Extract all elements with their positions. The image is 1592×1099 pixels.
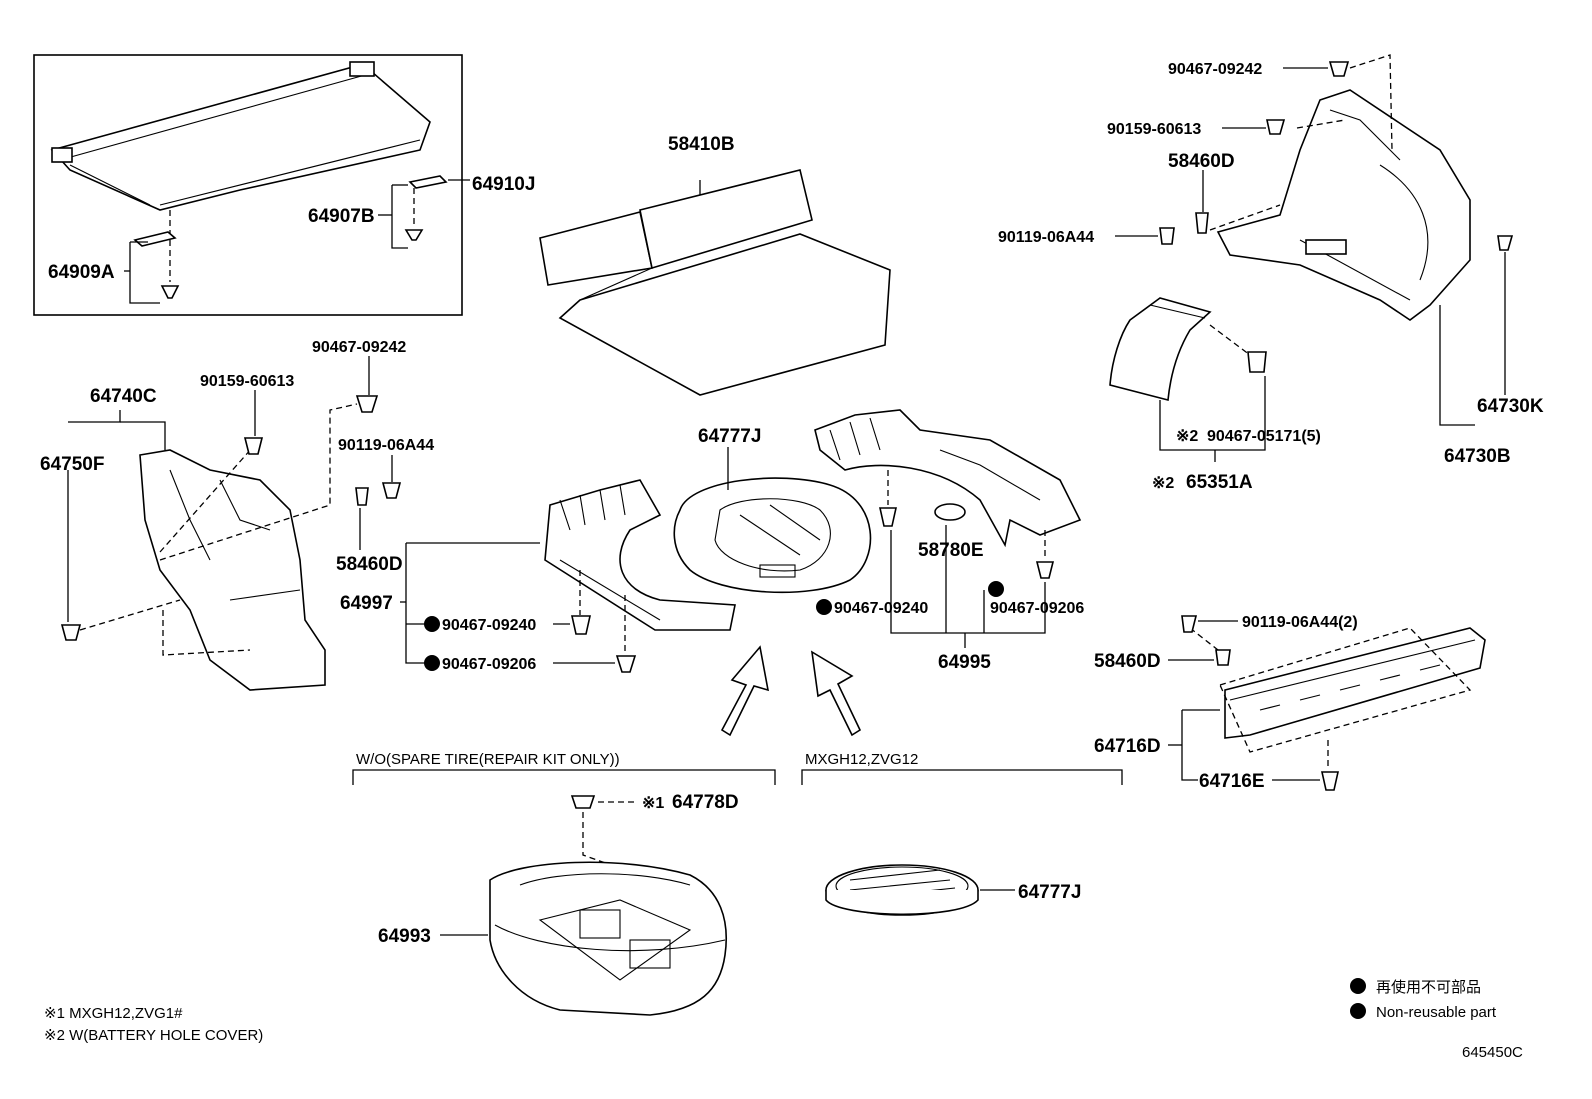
label-90467-09242-top: 90467-09242 <box>1168 61 1262 78</box>
label-90467-05171: 90467-05171(5) <box>1207 428 1321 445</box>
label-64993: 64993 <box>378 926 431 947</box>
label-90467-09206-left: 90467-09206 <box>442 656 536 673</box>
label-64777j-bottom: 64777J <box>1018 882 1081 903</box>
label-58460d-right: 58460D <box>1094 651 1161 672</box>
arrow-right <box>810 650 862 737</box>
label-90467-09206-right: 90467-09206 <box>990 600 1084 617</box>
label-58780e: 58780E <box>918 540 984 561</box>
bracket-64907b <box>404 175 448 241</box>
clips-left <box>60 395 402 641</box>
battery-hole-cover <box>1109 297 1212 402</box>
label-90159-60613-top: 90159-60613 <box>1107 121 1201 138</box>
footnote-1: ※1 MXGH12,ZVG1# <box>44 1005 183 1022</box>
label-90159-60613-left: 90159-60613 <box>200 373 294 390</box>
clip-top-right <box>1159 61 1514 251</box>
label-58410b: 58410B <box>668 134 735 155</box>
grommet-58780e <box>934 503 966 521</box>
spacer-64993 <box>489 861 728 1016</box>
footnote-2: ※2 W(BATTERY HOLE COVER) <box>44 1027 263 1044</box>
legend-jp: 再使用不可部品 <box>1376 979 1481 996</box>
label-90119-06a44-top: 90119-06A44 <box>998 229 1094 246</box>
group-wo-spare: W/O(SPARE TIRE(REPAIR KIT ONLY)) <box>356 751 620 768</box>
arrow-left <box>720 645 770 737</box>
label-64995: 64995 <box>938 652 991 673</box>
label-90119-06a44-left: 90119-06A44 <box>338 437 434 454</box>
legend-dot-en <box>1350 1003 1366 1019</box>
right-quarter-trim <box>1216 89 1471 321</box>
rear-sill-64716d <box>1224 627 1486 739</box>
ref2-mark-1: ※2 <box>1176 428 1198 445</box>
label-64777j-top: 64777J <box>698 426 761 447</box>
label-65351a: 65351A <box>1186 472 1253 493</box>
label-64740c: 64740C <box>90 386 157 407</box>
label-90467-09242-left: 90467-09242 <box>312 339 406 356</box>
label-58460d-top: 58460D <box>1168 151 1235 172</box>
label-64910j: 64910J <box>472 174 535 195</box>
label-64997: 64997 <box>340 593 393 614</box>
label-64716d: 64716D <box>1094 736 1161 757</box>
label-58460d-left: 58460D <box>336 554 403 575</box>
luggage-mat <box>539 169 891 396</box>
label-64716e: 64716E <box>1199 771 1265 792</box>
label-64907b: 64907B <box>308 206 375 227</box>
group-mxgh12: MXGH12,ZVG12 <box>805 751 918 768</box>
legend-dot-jp <box>1350 978 1366 994</box>
label-64730k: 64730K <box>1477 396 1544 417</box>
left-quarter-trim <box>139 449 326 691</box>
support-64995 <box>814 409 1082 548</box>
label-90467-09240-right: 90467-09240 <box>834 600 928 617</box>
label-90119-06a44-2: 90119-06A44(2) <box>1242 614 1358 631</box>
tray-64777j-bottom <box>825 864 979 916</box>
tray-64777j <box>673 477 872 594</box>
tonneau-cover <box>50 61 431 211</box>
ref1-mark: ※1 <box>642 795 664 812</box>
label-64778d: 64778D <box>672 792 739 813</box>
inset-box <box>33 54 463 316</box>
ref2-mark-2: ※2 <box>1152 475 1174 492</box>
label-64750f: 64750F <box>40 454 104 475</box>
label-64730b: 64730B <box>1444 446 1511 467</box>
support-64997 <box>544 479 736 631</box>
diagram-id: 645450C <box>1462 1044 1523 1061</box>
legend-en: Non-reusable part <box>1376 1004 1497 1021</box>
label-64909a: 64909A <box>48 262 115 283</box>
label-90467-09240-left: 90467-09240 <box>442 617 536 634</box>
